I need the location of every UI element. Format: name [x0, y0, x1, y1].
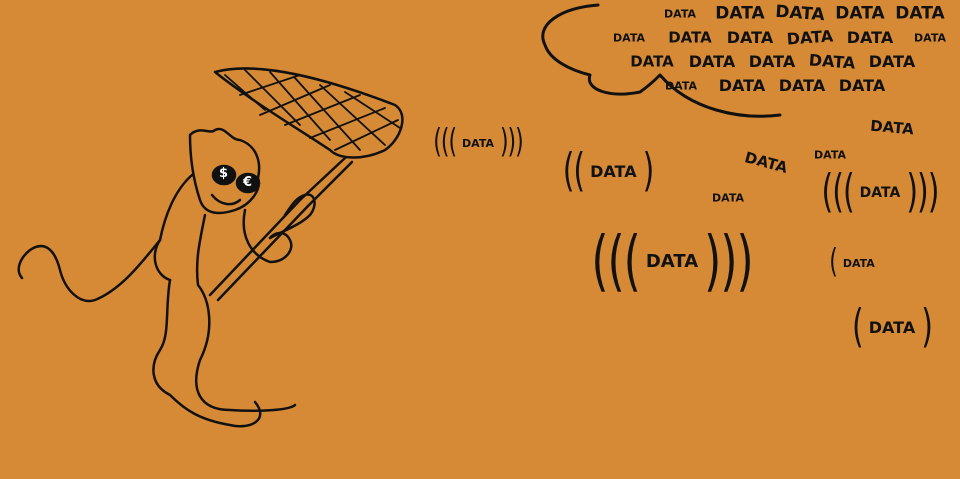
signal-waves-left-icon: ( [829, 243, 838, 281]
running-man-figure [17, 127, 316, 428]
cloud-data-word: DATA [846, 28, 894, 47]
data-signal-group: (((DATA))) [591, 228, 753, 294]
cloud-data-word: DATA [748, 52, 796, 71]
signal-data-label: DATA [590, 162, 637, 181]
data-signal-group: ( DATA [829, 246, 881, 279]
cloud-data-word: DATA [668, 28, 712, 47]
cloud-data-word: DATA [630, 52, 674, 71]
data-signal-group: ((( DATA))) [433, 126, 523, 159]
signal-waves-left-icon: ((( [433, 123, 457, 161]
cloud-data-word: DATA [718, 76, 766, 95]
signal-data-label: DATA [842, 256, 875, 270]
cloud-data-word: DATA [914, 31, 946, 45]
cloud-data-word: DATA [715, 3, 765, 24]
signal-data-label: DATA [868, 318, 916, 337]
signal-waves-right-icon: ) [921, 301, 933, 354]
signal-waves-right-icon: ))) [704, 223, 753, 300]
cloud-data-word: DATA [774, 1, 826, 26]
cloud-data-word: DATA [786, 26, 834, 49]
cloud-data-word: DATA [613, 31, 645, 45]
signal-waves-right-icon: ))) [499, 123, 524, 161]
cloud-data-word: DATA [895, 3, 945, 24]
butterfly-net-icon [208, 67, 404, 302]
cloud-data-word: DATA [778, 76, 826, 95]
signal-data-label: DATA [645, 251, 699, 272]
cloud-data-word: DATA [664, 7, 696, 21]
cloud-data-word: DATA [835, 3, 885, 24]
cloud-data-word: DATA [665, 79, 697, 93]
euro-eye-icon: € [243, 175, 253, 190]
signal-waves-left-icon: (( [562, 145, 585, 198]
floating-data-word: DATA [814, 148, 846, 162]
data-signal-group: (((DATA))) [822, 170, 940, 215]
data-signal-group: ((DATA) [563, 149, 655, 194]
dollar-eye-icon: $ [219, 166, 229, 181]
cloud-data-word: DATA [868, 52, 916, 71]
signal-waves-right-icon: ))) [906, 166, 939, 219]
floating-data-word: DATA [869, 116, 915, 139]
signal-waves-left-icon: ((( [821, 166, 855, 219]
cloud-data-word: DATA [726, 28, 774, 47]
signal-waves-right-icon: ) [642, 145, 655, 198]
signal-data-label: DATA [859, 185, 901, 201]
signal-waves-left-icon: ((( [591, 223, 640, 300]
signal-waves-left-icon: ( [852, 301, 864, 354]
floating-data-word: DATA [712, 191, 744, 205]
cloud-data-word: DATA [688, 52, 736, 71]
data-signal-group: (DATA) [852, 305, 933, 350]
cloud-data-word: DATA [808, 50, 856, 73]
cloud-data-word: DATA [838, 76, 886, 95]
signal-data-label: DATA [462, 136, 494, 150]
thought-cloud-outline [541, 3, 782, 118]
